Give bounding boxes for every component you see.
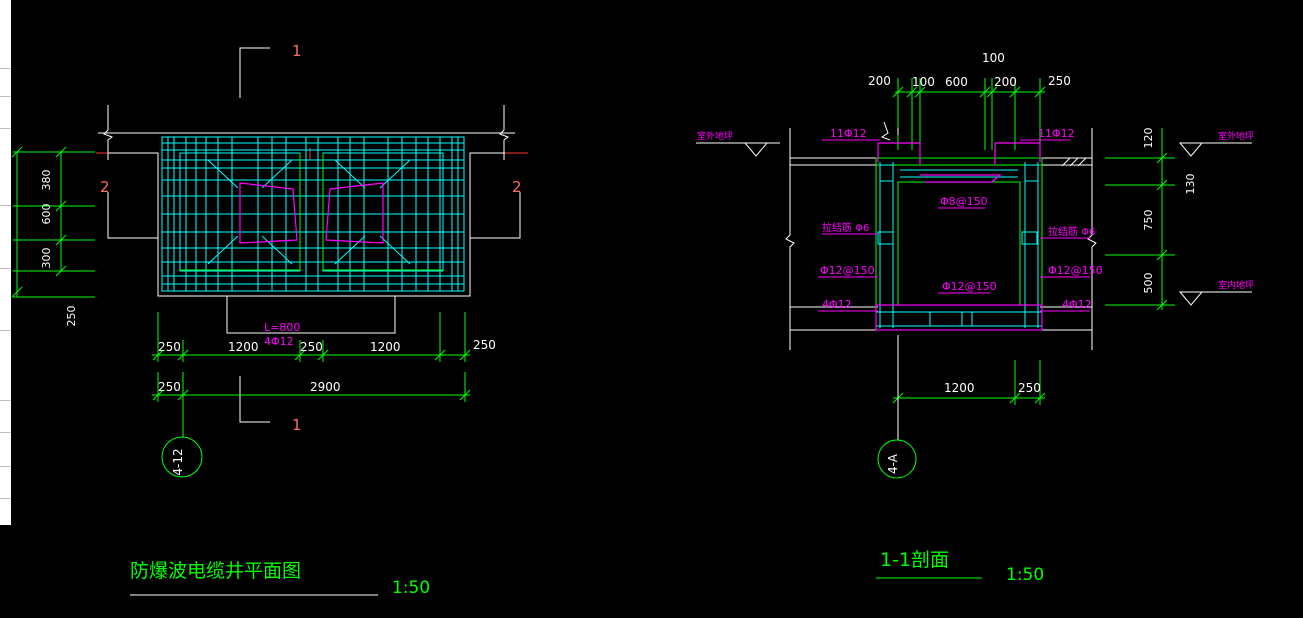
plan-wall-lines-green: [180, 153, 443, 271]
section-break-symbol: [880, 121, 899, 141]
section-ground-lines: [785, 128, 1097, 350]
plan-dim-v-380: 380: [40, 170, 53, 191]
plan-rebar-spec: 4Φ12: [264, 335, 294, 348]
plan-title: 防爆波电缆井平面图: [130, 560, 301, 582]
sec-grid-ref: 4-A: [886, 453, 900, 474]
plan-top-break-line: [98, 105, 515, 160]
sec-dim-top-600: 600: [945, 75, 968, 89]
sec-rebar-left-1: 拉结筋 Φ6: [822, 221, 869, 234]
section-soil-hatch: [1061, 157, 1087, 167]
plan-bottom-dimension-row2: [152, 372, 471, 402]
sec-dim-top-250: 250: [1048, 74, 1071, 88]
section-well-walls: [875, 157, 1043, 331]
plan-rebar-bracket: [226, 296, 396, 334]
sec-floor-label-right: 室内地坪: [1218, 279, 1254, 291]
sec-dim-right-750: 750: [1142, 210, 1155, 231]
plan-outer-wall: [107, 152, 505, 297]
plan-dim-v-250: 250: [65, 306, 78, 327]
side-cut-marker-left: [107, 192, 158, 239]
plan-dim-h-1200-a: 1200: [228, 340, 259, 354]
sec-ground-label-right: 室外地坪: [1218, 130, 1254, 142]
section-view: 100 200 100 600 200 250: [696, 51, 1254, 585]
side-mark-right: 2: [512, 178, 522, 196]
plan-rebar-length: L=800: [264, 321, 300, 334]
sec-rebar-top-center: Φ8@150: [940, 195, 988, 208]
sec-rebar-top-right: 11Φ12: [1038, 127, 1075, 140]
plan-rebar-horizontals: [162, 142, 464, 285]
section-mark-top: 1: [292, 42, 302, 60]
section-leaders: [818, 139, 1090, 312]
sec-rebar-left-3: 4Φ12: [822, 298, 852, 311]
plan-bottom-dimension-row1: [152, 312, 471, 362]
sec-dim-top-200-b: 200: [994, 75, 1017, 89]
plan-diagonal-bars: [207, 159, 411, 265]
sec-rebar-top-left: 11Φ12: [830, 127, 867, 140]
section-cut-marker-top: [239, 47, 270, 98]
plan-grid-ref-bubble: [161, 402, 203, 478]
plan-openings: [239, 182, 384, 244]
sec-rebar-right-2: Φ12@150: [1048, 264, 1103, 277]
section-scale: 1:50: [1006, 565, 1044, 585]
plan-dim-v-600: 600: [40, 204, 53, 225]
section-level-marker-right: [1178, 142, 1252, 306]
plan-left-dimension-line: [11, 146, 95, 298]
sec-dim-right-500: 500: [1142, 273, 1155, 294]
side-mark-left: 2: [100, 178, 110, 196]
plan-view: 1 1 2 2: [11, 42, 528, 598]
sec-dim-bottom-250: 250: [1018, 381, 1041, 395]
sec-ground-label-left: 室外地坪: [697, 130, 733, 142]
section-top-slab: [875, 142, 1043, 331]
section-title: 1-1剖面: [880, 549, 949, 571]
sec-dim-top-200-a: 200: [868, 74, 891, 88]
side-cut-marker-right: [470, 192, 521, 239]
sec-rebar-left-2: Φ12@150: [820, 264, 875, 277]
tool-palette-strip[interactable]: [0, 0, 11, 525]
section-wall-rebar: [876, 162, 1042, 328]
plan-dim-h-250-c: 250: [473, 338, 496, 352]
sec-rebar-right-1: 拉结筋 Φ6: [1048, 225, 1095, 238]
section-cut-marker-bottom: [239, 376, 270, 423]
section-level-marker-left: [696, 142, 780, 157]
plan-scale: 1:50: [392, 578, 430, 598]
plan-dim-h-250-b: 250: [300, 340, 323, 354]
sec-dim-right-130: 130: [1184, 174, 1197, 195]
sec-rebar-bottom-center: Φ12@150: [942, 280, 997, 293]
sec-dim-top-100-upper: 100: [982, 51, 1005, 65]
section-top-dimension-line: [892, 78, 1046, 150]
sec-dim-bottom-1200: 1200: [944, 381, 975, 395]
plan-dim-v-300: 300: [40, 248, 53, 269]
section-mark-bottom: 1: [292, 416, 302, 434]
plan-dim-h-2900: 2900: [310, 380, 341, 394]
sec-dim-right-120: 120: [1142, 128, 1155, 149]
section-grid-ref-bubble: [877, 335, 917, 479]
plan-dim-h-250-d: 250: [158, 380, 181, 394]
plan-dim-h-250-a: 250: [158, 340, 181, 354]
plan-grid-ref: 4-12: [171, 448, 185, 475]
section-right-dimension-line: [1105, 128, 1175, 311]
sec-dim-top-100: 100: [912, 75, 935, 89]
sec-rebar-right-3: 4Φ12: [1062, 298, 1092, 311]
section-bottom-ticks: [929, 312, 973, 326]
plan-dim-h-1200-b: 1200: [370, 340, 401, 354]
